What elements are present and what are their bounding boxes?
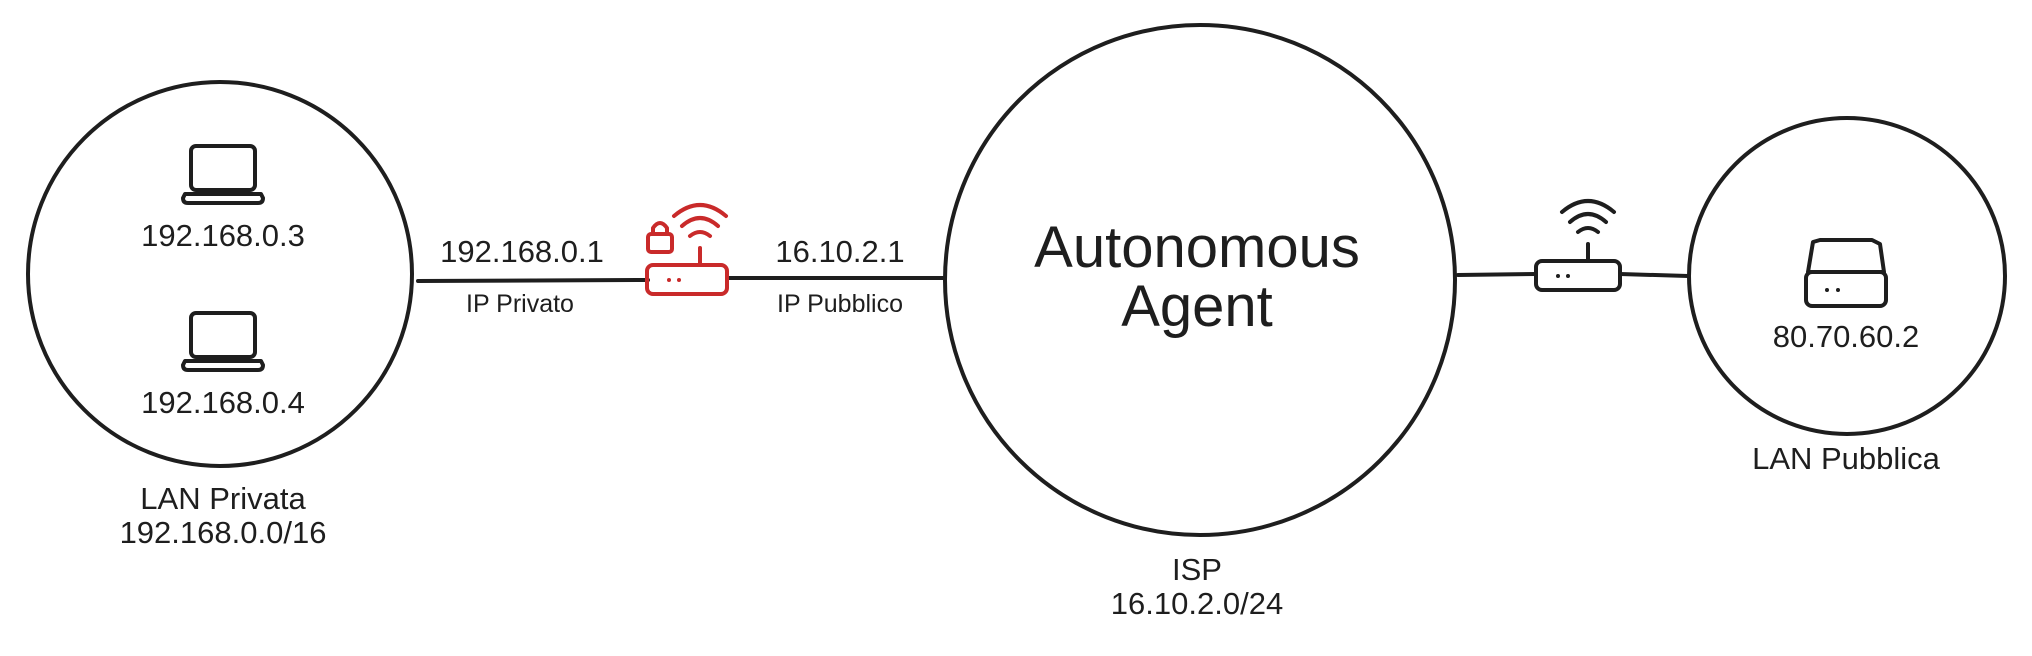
host-ip-label: 192.168.0.3 (141, 218, 305, 253)
router-led (667, 278, 671, 282)
router-public-caption: IP Pubblico (776, 290, 904, 318)
public-lan-circle (1687, 116, 2007, 436)
laptop-icon (181, 144, 265, 205)
isp-title-line1: Autonomous (1034, 215, 1360, 280)
server-led (1836, 288, 1840, 292)
private-lan-label: LAN Privata (140, 481, 306, 516)
server-led (1825, 288, 1829, 292)
private-lan-subnet: 192.168.0.0/16 (119, 515, 327, 550)
locked-wifi-router-icon (645, 203, 729, 296)
private-lan-circle (26, 80, 414, 468)
isp-circle (943, 23, 1457, 537)
isp-title-line2: Agent (1121, 274, 1273, 339)
router-led (1556, 274, 1560, 278)
link-public-router-to-public-lan (1618, 272, 1690, 278)
isp-subnet: 16.10.2.0/24 (1110, 586, 1284, 621)
router-private-caption: IP Privato (466, 290, 574, 318)
router-public-ip: 16.10.2.1 (775, 234, 905, 269)
server-ip-label: 80.70.60.2 (1772, 319, 1920, 354)
link-private-lan-to-nat-router (416, 278, 650, 283)
router-led (1566, 274, 1570, 278)
isp-label: ISP (1172, 552, 1222, 587)
laptop-icon (181, 311, 265, 372)
host-ip-label: 192.168.0.4 (141, 385, 305, 420)
wifi-router-icon (1534, 199, 1622, 292)
public-lan-label: LAN Pubblica (1752, 441, 1940, 476)
router-private-ip: 192.168.0.1 (440, 234, 604, 269)
router-led (677, 278, 681, 282)
server-icon (1804, 238, 1888, 308)
link-isp-to-public-router (1456, 272, 1538, 277)
